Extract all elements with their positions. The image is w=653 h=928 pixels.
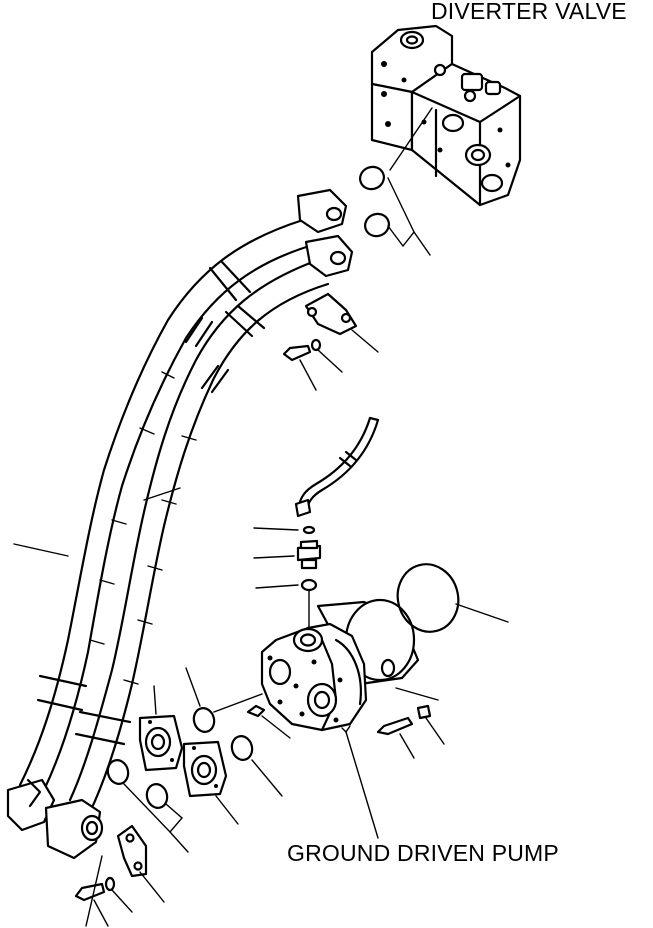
hose-lower <box>68 258 330 814</box>
lower-o-rings <box>106 759 189 853</box>
pump-side-bolt <box>213 693 291 739</box>
ground-driven-pump-label: GROUND DRIVEN PUMP <box>287 840 559 866</box>
diverter-valve <box>370 24 522 207</box>
hose-fittings-lower <box>6 778 104 860</box>
pump-label-leader <box>341 725 379 839</box>
hose-leaders <box>13 487 181 927</box>
split-flanges <box>138 685 239 825</box>
upper-clamp-set <box>282 292 379 391</box>
hose-upper <box>18 218 318 792</box>
lower-clamp-set <box>74 824 165 927</box>
pump-large-o-ring <box>396 563 509 633</box>
pump-mount-bolts <box>376 704 445 759</box>
ground-driven-pump <box>260 598 439 732</box>
valve-o-rings <box>359 107 433 256</box>
fitting-stack <box>253 525 322 629</box>
drain-line <box>294 416 380 518</box>
diverter-valve-label: DIVERTER VALVE <box>431 0 627 24</box>
hose-fittings-upper <box>296 188 354 278</box>
pump-port-o-rings <box>185 667 283 797</box>
